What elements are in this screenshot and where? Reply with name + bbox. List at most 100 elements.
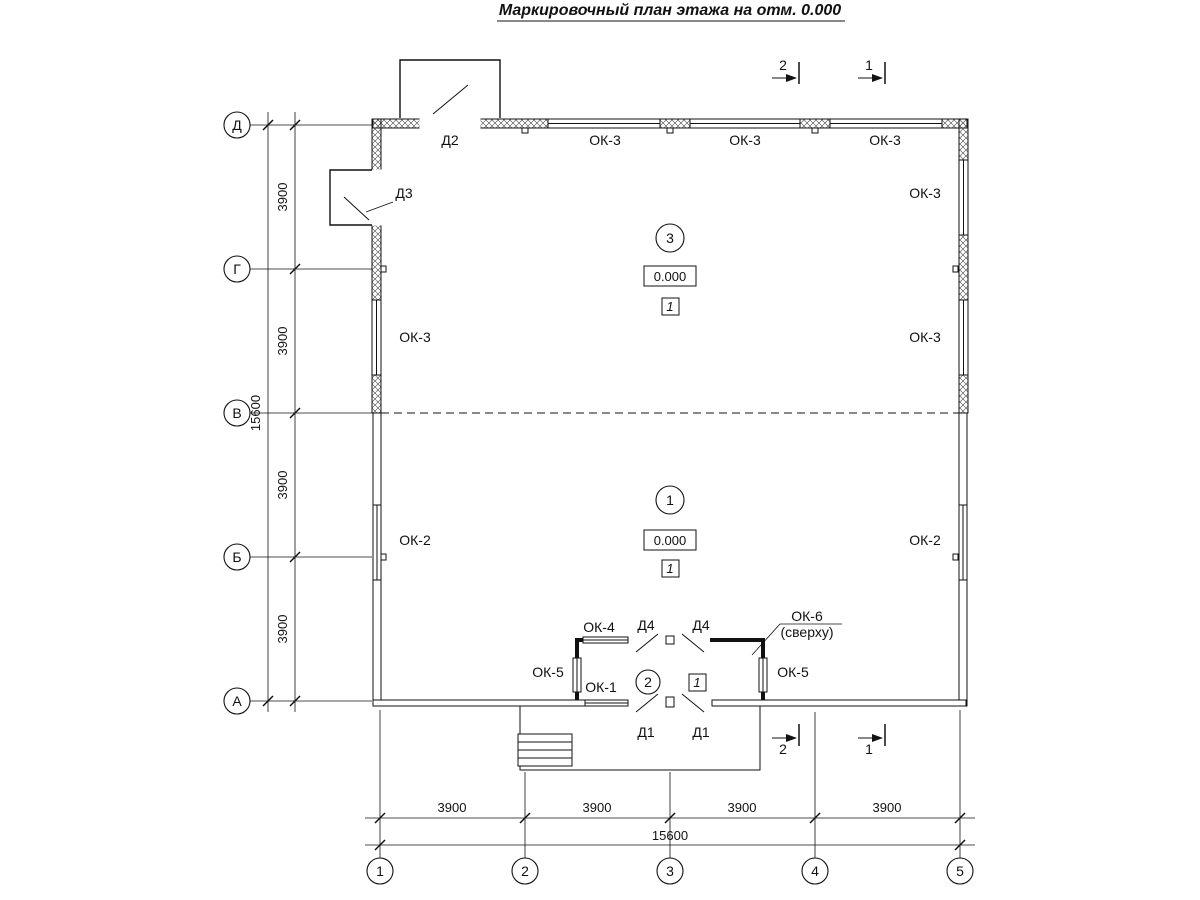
dim-bottom-3: 3900: [728, 800, 757, 815]
label-ok3-right-1: ОК-3: [909, 185, 941, 201]
axis-label-1: 1: [376, 863, 384, 879]
axis-label-4: 4: [811, 863, 819, 879]
label-ok2-left: ОК-2: [399, 532, 431, 548]
dim-left-total: 15600: [248, 395, 263, 431]
room-2-marker: 2 1: [635, 669, 707, 695]
wall-left-lower-1: [372, 412, 382, 506]
axis-bubbles-left: Д Г В Б А: [223, 111, 251, 715]
door-post-d4: [665, 635, 675, 645]
axis-label-B: Б: [232, 549, 241, 565]
vestibule-top-outline: [399, 59, 501, 118]
window-ok3-right-2: [958, 299, 969, 376]
window-ok1: [584, 699, 629, 707]
window-ok5-left: [572, 657, 582, 693]
room-3-finish-box: [661, 297, 680, 316]
porch: [517, 706, 761, 771]
door-opening-d3: [370, 169, 383, 226]
label-ok5-left: ОК-5: [532, 664, 564, 680]
wall-right-lower-1: [958, 412, 968, 506]
wall-bottom-left: [372, 699, 586, 707]
wall-bottom-right: [711, 699, 967, 707]
door-leaf-d4-right: [681, 633, 705, 653]
vestibule-left: [329, 169, 394, 226]
room-3-marker: 3 0.000 1: [643, 223, 697, 316]
drawing-title: Маркировочный план этажа на отм. 0.000: [499, 2, 841, 19]
leader-d3: [365, 201, 394, 213]
section-marks: 2 1 2 1: [772, 57, 886, 757]
axis-bubble-B: [223, 543, 251, 571]
window-ok2-left: [372, 504, 382, 581]
axis-bubble-A: [223, 687, 251, 715]
axis-label-G: Г: [233, 261, 241, 277]
door-opening-d2: [419, 117, 481, 130]
section-2-top-label: 2: [779, 57, 787, 73]
mark-labels: Д2 Д3 ОК-3 ОК-3 ОК-3 ОК-3 ОК-3 ОК-3 ОК-2…: [395, 132, 941, 740]
label-ok3-top-2: ОК-3: [729, 132, 761, 148]
dimension-left: 3900 3900 3900 3900 15600: [248, 112, 301, 712]
dim-bottom-1: 3900: [438, 800, 467, 815]
axis-bubble-V: [223, 399, 251, 427]
room-2-finish: 1: [693, 675, 700, 690]
label-ok6: ОК-6: [791, 608, 823, 624]
window-ok3-right-1: [958, 159, 969, 236]
dim-left-2: 3900: [275, 327, 290, 356]
section-1-top-label: 1: [865, 57, 873, 73]
axis-lines: [250, 124, 961, 858]
axis-label-V: В: [232, 405, 241, 421]
dim-bottom-2: 3900: [583, 800, 612, 815]
label-d2: Д2: [441, 132, 458, 148]
label-ok3-left: ОК-3: [399, 329, 431, 345]
room-1-marker: 1 0.000 1: [643, 485, 697, 578]
axis-bubble-4: [801, 857, 829, 885]
axis-label-A: А: [232, 693, 242, 709]
window-ok3-top-2: [689, 118, 801, 129]
door-leaf-d1-right: [681, 693, 705, 713]
leader-ok6: [751, 623, 781, 656]
room-3-bubble: [655, 223, 685, 253]
room-2-number: 2: [644, 674, 652, 690]
label-ok6-note: (сверху): [780, 624, 833, 640]
label-d4-right: Д4: [692, 617, 709, 633]
room-3-number: 3: [666, 230, 674, 246]
label-ok3-top-1: ОК-3: [589, 132, 621, 148]
wall-left-lower-2: [372, 579, 382, 707]
room-1-number: 1: [666, 492, 674, 508]
room-3-elevation: 0.000: [654, 269, 687, 284]
label-ok4: ОК-4: [583, 619, 615, 635]
tambour: [572, 636, 768, 700]
dim-bottom-total: 15600: [652, 828, 688, 843]
axis-label-3: 3: [666, 863, 674, 879]
dimension-bottom: 3900 3900 3900 3900 15600: [365, 800, 975, 851]
label-ok2-right: ОК-2: [909, 532, 941, 548]
dim-bottom-4: 3900: [873, 800, 902, 815]
window-ok5-right: [758, 657, 768, 693]
axis-bubble-3: [656, 857, 684, 885]
room-1-finish-box: [661, 559, 680, 578]
window-ok4: [582, 636, 629, 644]
label-d1-right: Д1: [692, 724, 709, 740]
label-ok3-right-2: ОК-3: [909, 329, 941, 345]
vestibule-top: [399, 59, 501, 118]
dim-left-4: 3900: [275, 615, 290, 644]
axis-label-D: Д: [232, 117, 242, 133]
label-ok5-right: ОК-5: [777, 664, 809, 680]
window-ok3-left: [371, 299, 382, 376]
label-d1-left: Д1: [637, 724, 654, 740]
axis-bubbles-bottom: 1 2 3 4 5: [366, 857, 974, 885]
door-leaf-d2: [432, 84, 469, 115]
wall-right-lower-2: [958, 579, 968, 707]
room-2-bubble: [635, 669, 661, 695]
label-ok3-top-3: ОК-3: [869, 132, 901, 148]
door-leaf-d3: [343, 196, 370, 221]
axis-label-2: 2: [521, 863, 529, 879]
doors: [635, 633, 705, 713]
door-leaf-d4-left: [635, 633, 659, 653]
room-3-finish: 1: [666, 299, 673, 314]
axis-bubble-2: [511, 857, 539, 885]
section-2-bottom-label: 2: [779, 741, 787, 757]
pilasters: [380, 127, 959, 561]
label-d3: Д3: [395, 185, 412, 201]
room-3-elevation-box: [643, 265, 697, 287]
